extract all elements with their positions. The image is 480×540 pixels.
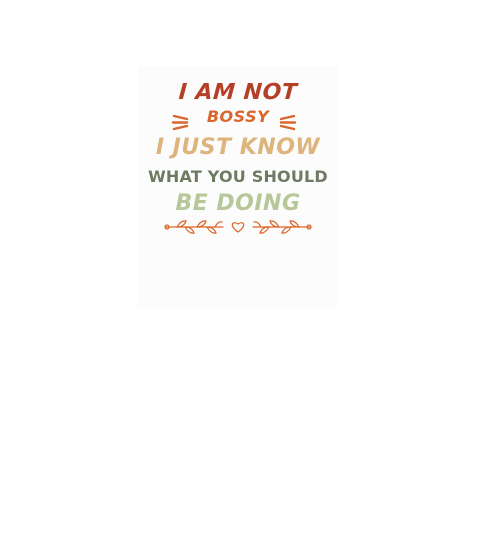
design-line-2-row: BOSSY [138, 107, 338, 135]
right-rays-icon [279, 114, 297, 131]
design-line-4: WHAT YOU SHOULD [148, 167, 328, 186]
design-line-1: I AM NOT [177, 80, 299, 105]
leafy-vine-heart-divider-icon [164, 220, 312, 234]
design-line-3: I JUST KNOW [155, 135, 321, 160]
design-line-5: BE DOING [175, 191, 301, 216]
design-line-2: BOSSY [206, 107, 270, 126]
tshirt-design-artboard: I AM NOT BOSSY I JUST KNOW WHAT YOU SHOU… [138, 66, 338, 308]
left-rays-icon [171, 114, 189, 131]
